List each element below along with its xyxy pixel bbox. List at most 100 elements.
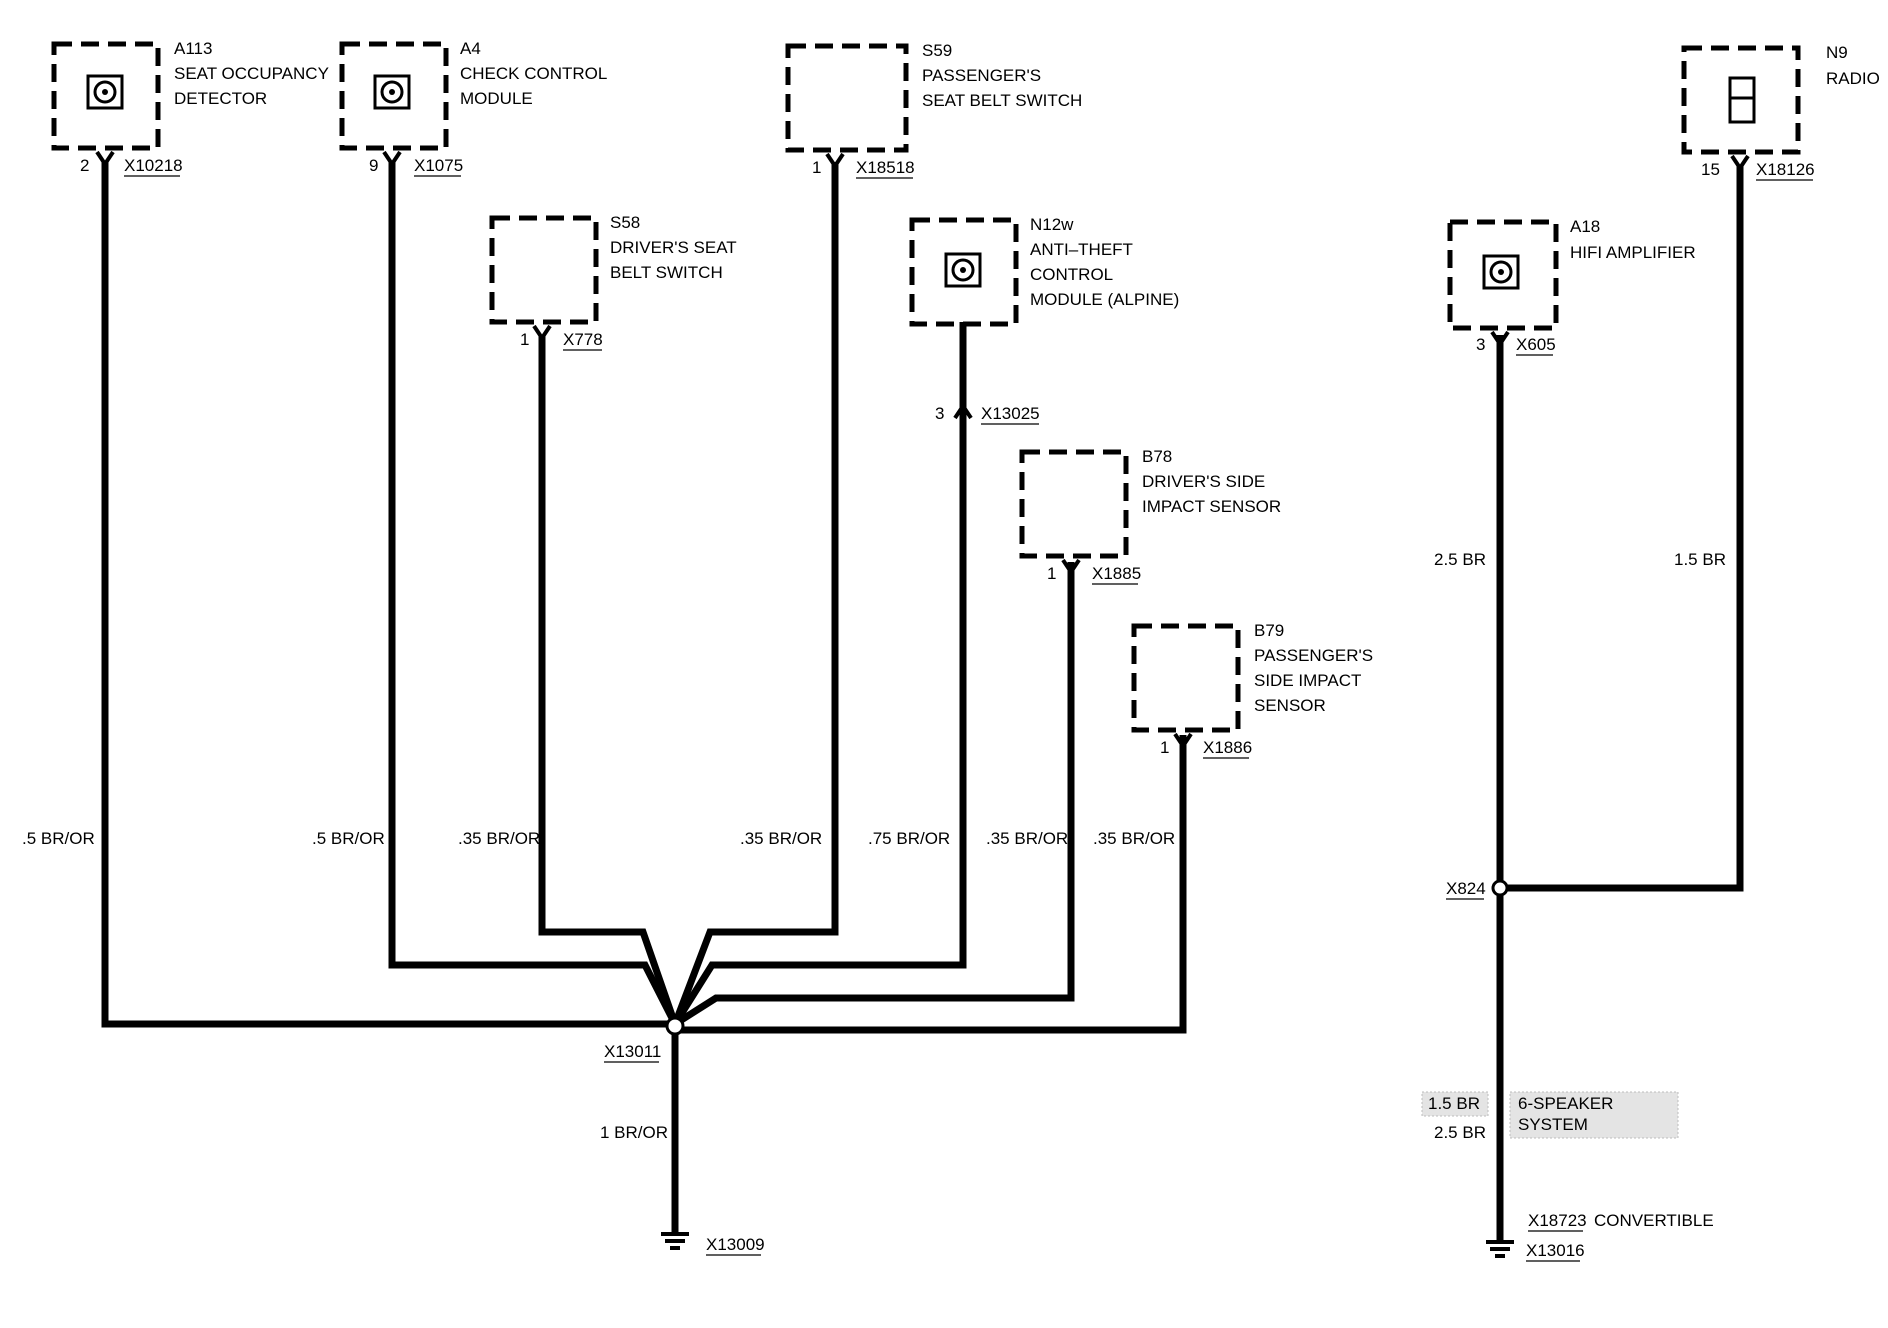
n12w-connector: X13025 <box>981 404 1040 423</box>
wire-label-n9: 1.5 BR <box>1674 550 1726 569</box>
ground-right-connector: X18723 <box>1528 1211 1587 1230</box>
a113-pin: 2 <box>80 156 89 175</box>
a18-pin: 3 <box>1476 335 1485 354</box>
a4-connector: X1075 <box>414 156 463 175</box>
n9-id: N9 <box>1826 43 1848 62</box>
pin-symbol <box>95 150 115 168</box>
component-a18: A18 HIFI AMPLIFIER <box>1447 217 1696 331</box>
module-icon <box>373 74 411 110</box>
splice-right-label: X824 <box>1446 879 1486 898</box>
wire-label-s58: .35 BR/OR <box>458 829 540 848</box>
a113-connector: X10218 <box>124 156 183 175</box>
radio-icon <box>1728 76 1756 124</box>
a4-id: A4 <box>460 39 481 58</box>
wire-label-a4: .5 BR/OR <box>312 829 385 848</box>
b78-name-2: IMPACT SENSOR <box>1142 497 1281 516</box>
component-b79: B79 PASSENGER'S SIDE IMPACT SENSOR <box>1131 621 1373 733</box>
right-ground-wires <box>1496 165 1744 1240</box>
a113-id: A113 <box>174 39 212 58</box>
a18-connector: X605 <box>1516 335 1556 354</box>
wire-a113 <box>101 162 675 1028</box>
a18-name-1: HIFI AMPLIFIER <box>1570 243 1696 262</box>
n12w-name-1: ANTI–THEFT <box>1030 240 1133 259</box>
option-system-1: 6-SPEAKER <box>1518 1094 1613 1113</box>
n12w-name-3: MODULE (ALPINE) <box>1030 290 1179 309</box>
s59-name-1: PASSENGER'S <box>922 66 1041 85</box>
pin-symbol <box>825 152 845 170</box>
b79-connector: X1886 <box>1203 738 1252 757</box>
wire-label-s59: .35 BR/OR <box>740 829 822 848</box>
component-a4: A4 CHECK CONTROL MODULE <box>339 39 607 151</box>
n9-name-1: RADIO <box>1826 69 1880 88</box>
n9-pin: 15 <box>1701 160 1720 179</box>
ground-right: X18723 CONVERTIBLE X13016 <box>1486 1211 1714 1262</box>
a113-name-2: DETECTOR <box>174 89 267 108</box>
a4-name-2: MODULE <box>460 89 533 108</box>
a113-name-1: SEAT OCCUPANCY <box>174 64 329 83</box>
b78-name-1: DRIVER'S SIDE <box>1142 472 1265 491</box>
s58-connector: X778 <box>563 330 603 349</box>
n12w-id: N12w <box>1030 215 1074 234</box>
option-wire-label: 1.5 BR <box>1428 1094 1480 1113</box>
ground-right-note: CONVERTIBLE <box>1594 1211 1714 1230</box>
wire-label-a113: .5 BR/OR <box>22 829 95 848</box>
wire-a4 <box>388 162 679 1026</box>
ground-right-label: X13016 <box>1526 1241 1585 1260</box>
wire-labels: .5 BR/OR .5 BR/OR .35 BR/OR .35 BR/OR .7… <box>22 550 1726 1142</box>
pin-symbol <box>953 402 973 420</box>
module-icon <box>86 74 124 110</box>
splice-right: X824 <box>1446 879 1509 900</box>
option-system-2: SYSTEM <box>1518 1115 1588 1134</box>
ground-icon <box>661 1232 689 1250</box>
b78-connector: X1885 <box>1092 564 1141 583</box>
pin-symbol <box>1061 558 1081 576</box>
component-n9: N9 RADIO <box>1681 43 1880 155</box>
ground-icon <box>1486 1240 1514 1258</box>
wire-label-a18: 2.5 BR <box>1434 550 1486 569</box>
wire-label-b79: .35 BR/OR <box>1093 829 1175 848</box>
n9-connector: X18126 <box>1756 160 1815 179</box>
wire-b78 <box>673 562 1075 1027</box>
component-n12w: N12w ANTI–THEFT CONTROL MODULE (ALPINE) <box>909 215 1179 327</box>
n12w-name-2: CONTROL <box>1030 265 1113 284</box>
splice-left-label: X13011 <box>604 1042 661 1061</box>
s58-name-2: BELT SWITCH <box>610 263 723 282</box>
s59-connector: X18518 <box>856 158 915 177</box>
connector-labels: 2 X10218 9 X1075 1 X778 1 X18518 3 X1302… <box>80 150 1815 759</box>
pin-symbol <box>1730 154 1750 172</box>
s58-name-1: DRIVER'S SEAT <box>610 238 737 257</box>
wire-s58 <box>538 335 679 1026</box>
component-b78: B78 DRIVER'S SIDE IMPACT SENSOR <box>1019 447 1281 559</box>
pin-symbol <box>532 324 552 342</box>
b79-name-3: SENSOR <box>1254 696 1326 715</box>
wire-label-b78: .35 BR/OR <box>986 829 1068 848</box>
wire-s59 <box>671 162 839 1026</box>
b79-name-1: PASSENGER'S <box>1254 646 1373 665</box>
wire-label-lower-right: 2.5 BR <box>1434 1123 1486 1142</box>
component-a113: A113 SEAT OCCUPANCY DETECTOR <box>51 39 329 151</box>
wire-n12w <box>672 322 967 1026</box>
wire-label-main-ground: 1 BR/OR <box>600 1123 668 1142</box>
s59-pin: 1 <box>812 158 821 177</box>
wire-b79 <box>675 735 1187 1034</box>
a18-id: A18 <box>1570 217 1600 236</box>
wire-n9 <box>1500 165 1744 892</box>
pin-symbol <box>1490 330 1510 348</box>
module-icon <box>1482 254 1520 290</box>
s59-id: S59 <box>922 41 952 60</box>
splice-left: X13011 <box>604 1016 685 1063</box>
option-box: 1.5 BR 6-SPEAKER SYSTEM <box>1421 1091 1679 1139</box>
s59-name-2: SEAT BELT SWITCH <box>922 91 1082 110</box>
s58-id: S58 <box>610 213 640 232</box>
b78-pin: 1 <box>1047 564 1056 583</box>
b79-id: B79 <box>1254 621 1284 640</box>
a4-pin: 9 <box>369 156 378 175</box>
component-s58: S58 DRIVER'S SEAT BELT SWITCH <box>489 213 737 325</box>
ground-left: X13009 <box>661 1232 765 1256</box>
pin-symbol <box>382 150 402 168</box>
left-ground-wires <box>101 162 1187 1232</box>
a4-name-1: CHECK CONTROL <box>460 64 607 83</box>
b79-pin: 1 <box>1160 738 1169 757</box>
module-icon <box>944 252 982 288</box>
